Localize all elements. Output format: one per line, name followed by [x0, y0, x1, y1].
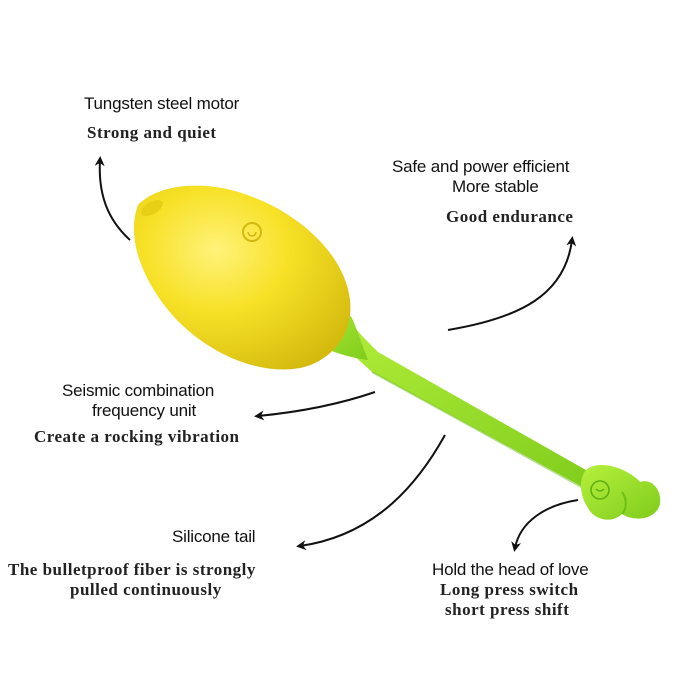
head-title: Hold the head of love — [432, 560, 589, 579]
seismic-title-line1: Seismic combination — [62, 381, 215, 400]
efficiency-title-line1: Safe and power efficient — [392, 157, 570, 176]
tail-desc-line2: pulled continuously — [70, 580, 222, 599]
power-button-icon[interactable] — [242, 222, 262, 242]
tail-desc-line1: The bulletproof fiber is strongly — [8, 560, 256, 579]
seismic-desc: Create a rocking vibration — [34, 427, 240, 446]
tail-title: Silicone tail — [172, 527, 256, 546]
motor-title: Tungsten steel motor — [84, 94, 240, 113]
silicone-tail — [318, 300, 600, 495]
heart-head — [580, 465, 661, 520]
efficiency-desc: Good endurance — [446, 207, 574, 226]
motor-desc: Strong and quiet — [87, 123, 217, 142]
arrow-icon — [447, 236, 577, 331]
efficiency-title-line2: More stable — [452, 177, 539, 196]
heart-button-icon[interactable] — [590, 480, 610, 500]
seismic-title-line2: frequency unit — [92, 401, 196, 420]
arrow-icon — [511, 499, 579, 552]
arrow-icon — [94, 156, 131, 241]
arrow-icon — [296, 434, 446, 551]
head-desc-line1: Long press switch — [440, 580, 579, 599]
lemon-body — [133, 185, 351, 370]
head-desc-line2: short press shift — [445, 600, 570, 619]
arrow-icon — [254, 391, 376, 421]
